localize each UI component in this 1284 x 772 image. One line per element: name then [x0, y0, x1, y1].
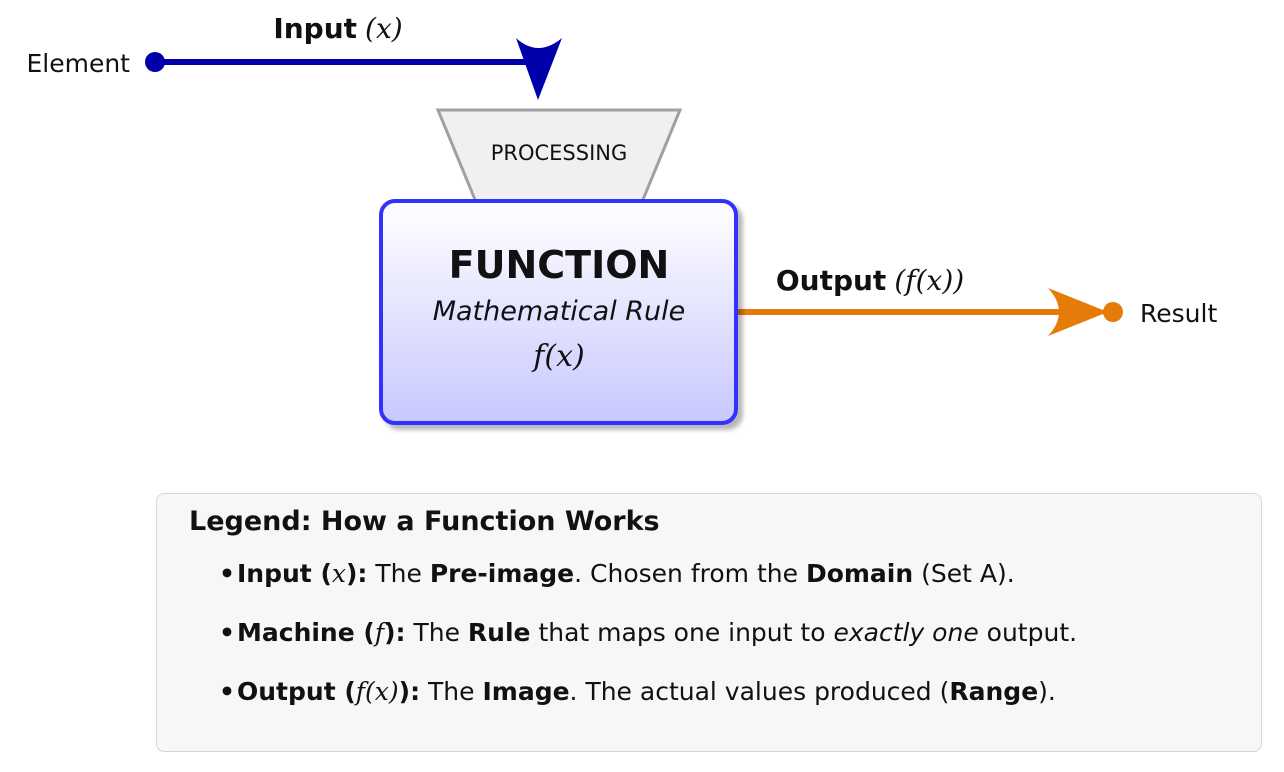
bullet-icon: •: [219, 677, 235, 706]
function-title: FUNCTION: [449, 243, 670, 287]
input-arrow-label: Input(x): [273, 12, 402, 45]
function-subtitle: Mathematical Rule: [433, 296, 686, 327]
input-arrow: [145, 38, 562, 100]
input-arrowhead: [516, 38, 562, 100]
bullet-icon: •: [219, 618, 235, 647]
processing-label: PROCESSING: [491, 141, 628, 165]
legend-term: Output (f(x)):: [237, 677, 421, 706]
legend-item-machine: •Machine (f): The Rule that maps one inp…: [219, 615, 1077, 651]
output-arrow-label: Output(f(x)): [776, 264, 964, 297]
output-arrow: [738, 288, 1123, 336]
bullet-icon: •: [219, 559, 235, 588]
function-box: FUNCTION Mathematical Rule f(x): [379, 199, 738, 425]
legend-term: Machine (f):: [237, 618, 406, 647]
legend-item-output: •Output (f(x)): The Image. The actual va…: [219, 674, 1077, 710]
legend-list: •Input (x): The Pre-image. Chosen from t…: [219, 556, 1077, 733]
legend-item-input: •Input (x): The Pre-image. Chosen from t…: [219, 556, 1077, 592]
input-node-label: Element: [26, 49, 130, 78]
processing-hopper: PROCESSING: [435, 108, 683, 204]
output-node-label: Result: [1140, 299, 1217, 328]
input-node-dot: [145, 52, 165, 72]
legend-box: Legend: How a Function Works •Input (x):…: [156, 493, 1262, 752]
output-node-dot: [1103, 302, 1123, 322]
legend-term: Input (x):: [237, 559, 368, 588]
output-arrowhead: [1048, 288, 1108, 336]
function-machine-diagram: Element Input(x) PROCESSING Output(f(x))…: [26, 12, 1217, 425]
legend-title: Legend: How a Function Works: [189, 506, 660, 537]
function-math: f(x): [531, 339, 584, 374]
